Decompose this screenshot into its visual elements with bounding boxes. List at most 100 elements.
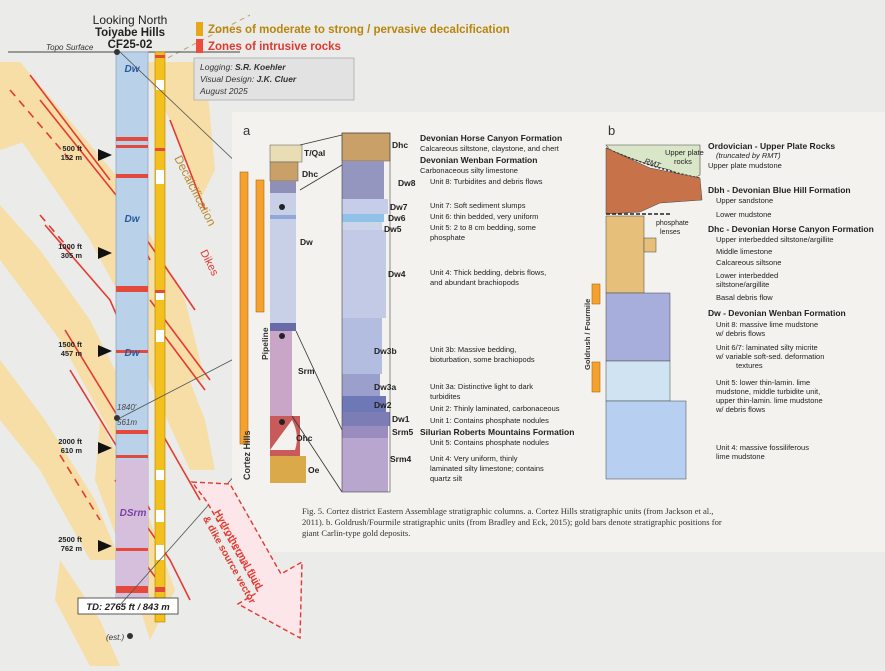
svg-text:Upper interbedded siltstone/ar: Upper interbedded siltstone/argillite <box>716 235 834 244</box>
collar-point <box>114 49 120 55</box>
svg-text:Devonian Horse Canyon Formatio: Devonian Horse Canyon Formation <box>420 133 562 143</box>
svg-text:mudstone, middle turbidite uni: mudstone, middle turbidite unit, <box>716 387 820 396</box>
goldrush-bar-lower <box>591 361 601 393</box>
svg-text:Unit 5: lower thin-lamin. lime: Unit 5: lower thin-lamin. lime <box>716 378 810 387</box>
svg-text:762 m: 762 m <box>61 544 83 553</box>
svg-text:Unit 4: massive fossiliferous: Unit 4: massive fossiliferous <box>716 443 809 452</box>
svg-text:Unit 5: Contains phosphate nod: Unit 5: Contains phosphate nodules <box>430 438 549 447</box>
column-c-descriptions: Ordovician - Upper Plate Rocks (truncate… <box>708 141 874 461</box>
drill-column <box>115 51 149 608</box>
credits-box: Logging: S.R. Koehler Visual Design: J.K… <box>193 57 355 101</box>
td-label: TD: 2765 ft / 843 m <box>86 602 170 613</box>
column-a-descriptions: Devonian Horse Canyon Formation Calcareo… <box>420 133 574 483</box>
panel-b-label: b <box>608 123 615 138</box>
column-c: Upper plate rocks RMT phosphate lenses <box>605 144 704 480</box>
goldrush-label: Goldrush / Fourmile <box>583 299 592 370</box>
svg-text:2500 ft: 2500 ft <box>58 535 82 544</box>
svg-text:Silurian Roberts Mountains For: Silurian Roberts Mountains Formation <box>420 427 574 437</box>
zone-strip <box>154 51 166 623</box>
svg-text:Srm4: Srm4 <box>390 454 412 464</box>
column-b: Dhc Dw8 Dw7 Dw6 Dw5 Dw4 Dw3b Dw3a Dw2 Dw… <box>341 132 416 493</box>
pipeline-label: Pipeline <box>260 327 270 360</box>
unit-label-dw-3: Dw <box>125 348 141 359</box>
svg-text:phosphate: phosphate <box>430 233 465 242</box>
svg-text:Unit 3a: Distinctive light to: Unit 3a: Distinctive light to dark <box>430 382 533 391</box>
svg-text:2000 ft: 2000 ft <box>58 437 82 446</box>
svg-text:Calcareous siltstone, clayston: Calcareous siltstone, claystone, and che… <box>420 144 560 153</box>
svg-text:Unit 5: 2 to 8 cm bedding, som: Unit 5: 2 to 8 cm bedding, some <box>430 223 536 232</box>
svg-text:1500 ft: 1500 ft <box>58 340 82 349</box>
svg-text:Lower mudstone: Lower mudstone <box>716 210 771 219</box>
svg-text:Srm: Srm <box>298 366 315 376</box>
svg-text:Middle limestone: Middle limestone <box>716 247 772 256</box>
svg-text:Upper plate: Upper plate <box>665 148 704 157</box>
svg-text:Ohc: Ohc <box>296 433 313 443</box>
svg-text:Dw4: Dw4 <box>388 269 406 279</box>
svg-text:Upper plate mudstone: Upper plate mudstone <box>708 161 782 170</box>
svg-text:upper thin-lamin. lime mudston: upper thin-lamin. lime mudstone <box>716 396 823 405</box>
svg-text:Unit 6/7: laminated silty micr: Unit 6/7: laminated silty micrite <box>716 343 818 352</box>
svg-text:500 ft: 500 ft <box>62 144 82 153</box>
svg-text:Devonian Wenban Formation: Devonian Wenban Formation <box>420 155 537 165</box>
panel-a-label: a <box>243 123 251 138</box>
svg-text:Unit 8: massive lime mudstone: Unit 8: massive lime mudstone <box>716 320 818 329</box>
looking-north-label: Looking North <box>93 13 168 27</box>
svg-text:Ordovician - Upper Plate Rocks: Ordovician - Upper Plate Rocks <box>708 141 835 151</box>
svg-text:Dhc - Devonian Horse Canyon Fo: Dhc - Devonian Horse Canyon Formation <box>708 224 874 234</box>
svg-text:giant Carlin-type gold deposit: giant Carlin-type gold deposits. <box>302 528 410 538</box>
dikes-label: Dikes <box>197 248 220 278</box>
svg-text:w/ debris flows: w/ debris flows <box>715 329 765 338</box>
legend-decalc-swatch <box>196 22 203 36</box>
cortez-hills-label: Cortez Hills <box>242 430 252 480</box>
svg-text:305 m: 305 m <box>61 251 83 260</box>
cortez-hills-bar <box>239 171 249 445</box>
svg-text:laminated silty limestone; con: laminated silty limestone; contains <box>430 464 544 473</box>
unit-label-dw-1: Dw <box>125 64 141 75</box>
svg-text:Dw8: Dw8 <box>398 178 416 188</box>
svg-text:(truncated by RMT): (truncated by RMT) <box>716 151 781 160</box>
marker-depth-ft: 1840' <box>117 403 137 412</box>
est-label: (est.) <box>106 633 125 642</box>
est-point <box>127 633 133 639</box>
svg-text:Visual Design: J.K. Cluer: Visual Design: J.K. Cluer <box>200 74 297 84</box>
figure-caption: Fig. 5. Cortez district Eastern Assembla… <box>302 506 722 538</box>
pipeline-bar <box>255 179 265 313</box>
topo-surface-label: Topo Surface <box>46 43 94 52</box>
legend-intrusive-label: Zones of intrusive rocks <box>208 41 341 53</box>
svg-text:Dw7: Dw7 <box>390 202 408 212</box>
svg-text:Dw5: Dw5 <box>384 224 402 234</box>
depth-arrow-icon <box>98 540 112 552</box>
depth-marker-2000: 2000 ft 610 m <box>58 437 112 455</box>
svg-text:1000 ft: 1000 ft <box>58 242 82 251</box>
legend-intrusive-swatch <box>196 39 203 53</box>
figure-5-panel: a Cortez Hills Pipeline T/Qal Dhc Dw Srm… <box>232 112 885 552</box>
svg-text:Carbonaceous silty limestone: Carbonaceous silty limestone <box>420 166 518 175</box>
well-location-label: Toiyabe Hills <box>95 27 165 39</box>
svg-text:and abundant brachiopods: and abundant brachiopods <box>430 278 519 287</box>
svg-text:Unit 4: Very uniform, thinly: Unit 4: Very uniform, thinly <box>430 454 518 463</box>
svg-text:Unit 4: Thick bedding, debris: Unit 4: Thick bedding, debris flows, <box>430 268 546 277</box>
svg-text:Unit 3b: Massive bedding,: Unit 3b: Massive bedding, <box>430 345 516 354</box>
svg-text:Basal debris flow: Basal debris flow <box>716 293 773 302</box>
svg-text:Dw3b: Dw3b <box>374 346 397 356</box>
svg-text:Fig. 5. Cortez district Easte: Fig. 5. Cortez district Eastern Assembla… <box>302 506 713 516</box>
svg-text:quartz silt: quartz silt <box>430 474 463 483</box>
svg-text:152 m: 152 m <box>61 153 83 162</box>
depth-arrow-icon <box>98 247 112 259</box>
svg-text:610 m: 610 m <box>61 446 83 455</box>
svg-text:Dw1: Dw1 <box>392 414 410 424</box>
depth-marker-1000: 1000 ft 305 m <box>58 242 112 260</box>
marker-depth-m: 561m <box>117 418 137 427</box>
depth-arrow-icon <box>98 345 112 357</box>
svg-text:457 m: 457 m <box>61 349 83 358</box>
unit-label-dsrm: DSrm <box>120 508 147 519</box>
svg-text:Unit 6: thin bedded, very unif: Unit 6: thin bedded, very uniform <box>430 212 538 221</box>
depth-marker-500: 500 ft 152 m <box>61 144 112 162</box>
legend-decalc-label: Zones of moderate to strong / pervasive … <box>208 24 510 36</box>
svg-text:Dw: Dw <box>300 237 313 247</box>
svg-text:Srm5: Srm5 <box>392 427 414 437</box>
svg-text:lenses: lenses <box>660 229 681 236</box>
svg-text:bioturbation, some brachiopods: bioturbation, some brachiopods <box>430 355 535 364</box>
svg-text:w/ debris flows: w/ debris flows <box>715 405 765 414</box>
